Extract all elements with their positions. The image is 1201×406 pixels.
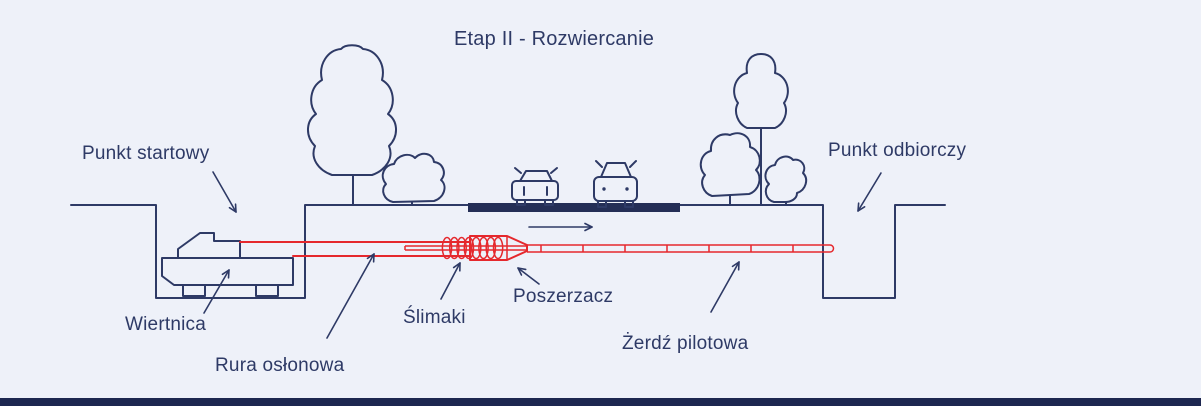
tree-tall-left xyxy=(307,44,397,206)
label-reamer: Poszerzacz xyxy=(513,286,614,307)
leader-start-point xyxy=(212,171,237,213)
label-receive-point: Punkt odbiorczy xyxy=(828,140,967,161)
casing-pipe xyxy=(239,241,471,257)
label-augers: Ślimaki xyxy=(403,307,466,328)
car-rear-icon xyxy=(511,167,559,206)
road-surface xyxy=(468,203,680,212)
leader-casing-pipe xyxy=(326,253,375,339)
tree-tall-right xyxy=(733,53,789,206)
bush-small-left xyxy=(381,152,446,206)
label-casing-pipe: Rura osłonowa xyxy=(215,355,345,376)
bush-small-right xyxy=(764,155,808,206)
leader-reamer xyxy=(517,267,540,285)
car-front-icon xyxy=(593,160,638,208)
label-drill-rig: Wiertnica xyxy=(125,314,206,335)
footer-divider-bar xyxy=(0,398,1201,406)
leader-pilot-rod xyxy=(710,261,740,313)
leader-augers xyxy=(440,262,461,300)
label-pilot-rod: Żerdź pilotowa xyxy=(622,333,749,354)
auger-coils xyxy=(441,236,504,260)
reamer-head xyxy=(469,235,528,261)
pilot-rod xyxy=(527,244,835,253)
leader-receive-point xyxy=(857,172,882,212)
leader-drill-rig xyxy=(203,269,230,314)
bush-medium-right xyxy=(699,132,761,206)
label-start-point: Punkt startowy xyxy=(82,143,210,164)
diagram-title: Etap II - Rozwiercanie xyxy=(454,28,655,50)
